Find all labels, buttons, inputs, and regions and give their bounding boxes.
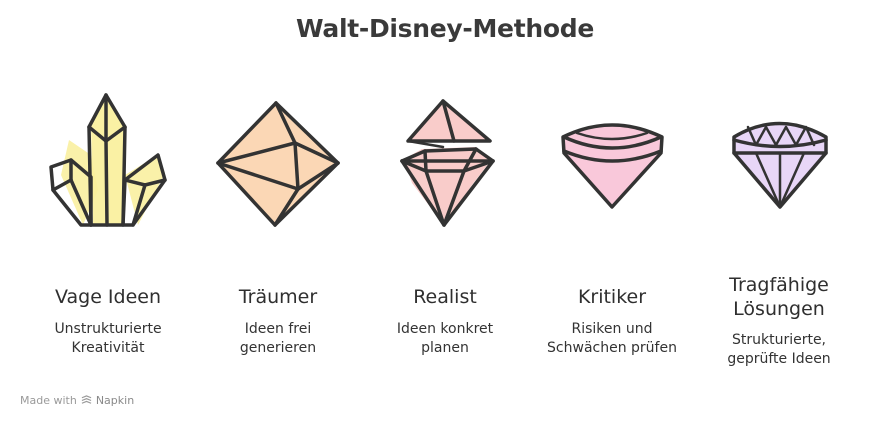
diamond-icon — [704, 85, 854, 245]
desc-line: planen — [421, 340, 469, 356]
made-with-text: Made with — [20, 394, 77, 407]
stage-label-kritiker: Kritiker — [577, 286, 647, 308]
stage-desc-realist: Ideen konkret planen — [360, 320, 530, 358]
octahedron-gem-icon — [203, 85, 353, 245]
stage-label-line: Tragfähige — [729, 274, 829, 296]
desc-line: generieren — [239, 340, 317, 356]
stage-desc-loesungen: Strukturierte, geprüfte Ideen — [694, 331, 864, 369]
desc-line: geprüfte Ideen — [727, 351, 831, 367]
stage-desc-traeumer: Ideen frei generieren — [193, 320, 363, 358]
stage-desc-vage-ideen: Unstrukturierte Kreativität — [23, 320, 193, 358]
napkin-logo-icon — [81, 395, 92, 404]
desc-line: Strukturierte, — [731, 332, 827, 348]
stage-label-loesungen: Tragfähige Lösungen — [694, 273, 864, 321]
desc-line: Ideen konkret — [396, 321, 494, 337]
stage-desc-kritiker: Risiken und Schwächen prüfen — [527, 320, 697, 358]
desc-line: Schwächen prüfen — [547, 340, 677, 356]
stage-label-traeumer: Träumer — [238, 286, 318, 308]
split-gem-icon — [370, 85, 520, 245]
made-with-napkin-badge[interactable]: Made with Napkin — [20, 394, 134, 407]
desc-line: Unstrukturierte — [54, 321, 162, 337]
napkin-brand-text: Napkin — [95, 394, 135, 407]
desc-line: Kreativität — [71, 340, 145, 356]
cut-gem-icon — [537, 85, 687, 245]
crystal-cluster-icon — [33, 85, 183, 245]
stage-label-realist: Realist — [413, 286, 477, 308]
stage-label-vage-ideen: Vage Ideen — [54, 286, 162, 308]
stage-label-line: Lösungen — [733, 298, 825, 320]
desc-line: Ideen frei — [244, 321, 312, 337]
page-title: Walt-Disney-Methode — [296, 14, 594, 43]
desc-line: Risiken und — [571, 321, 653, 337]
